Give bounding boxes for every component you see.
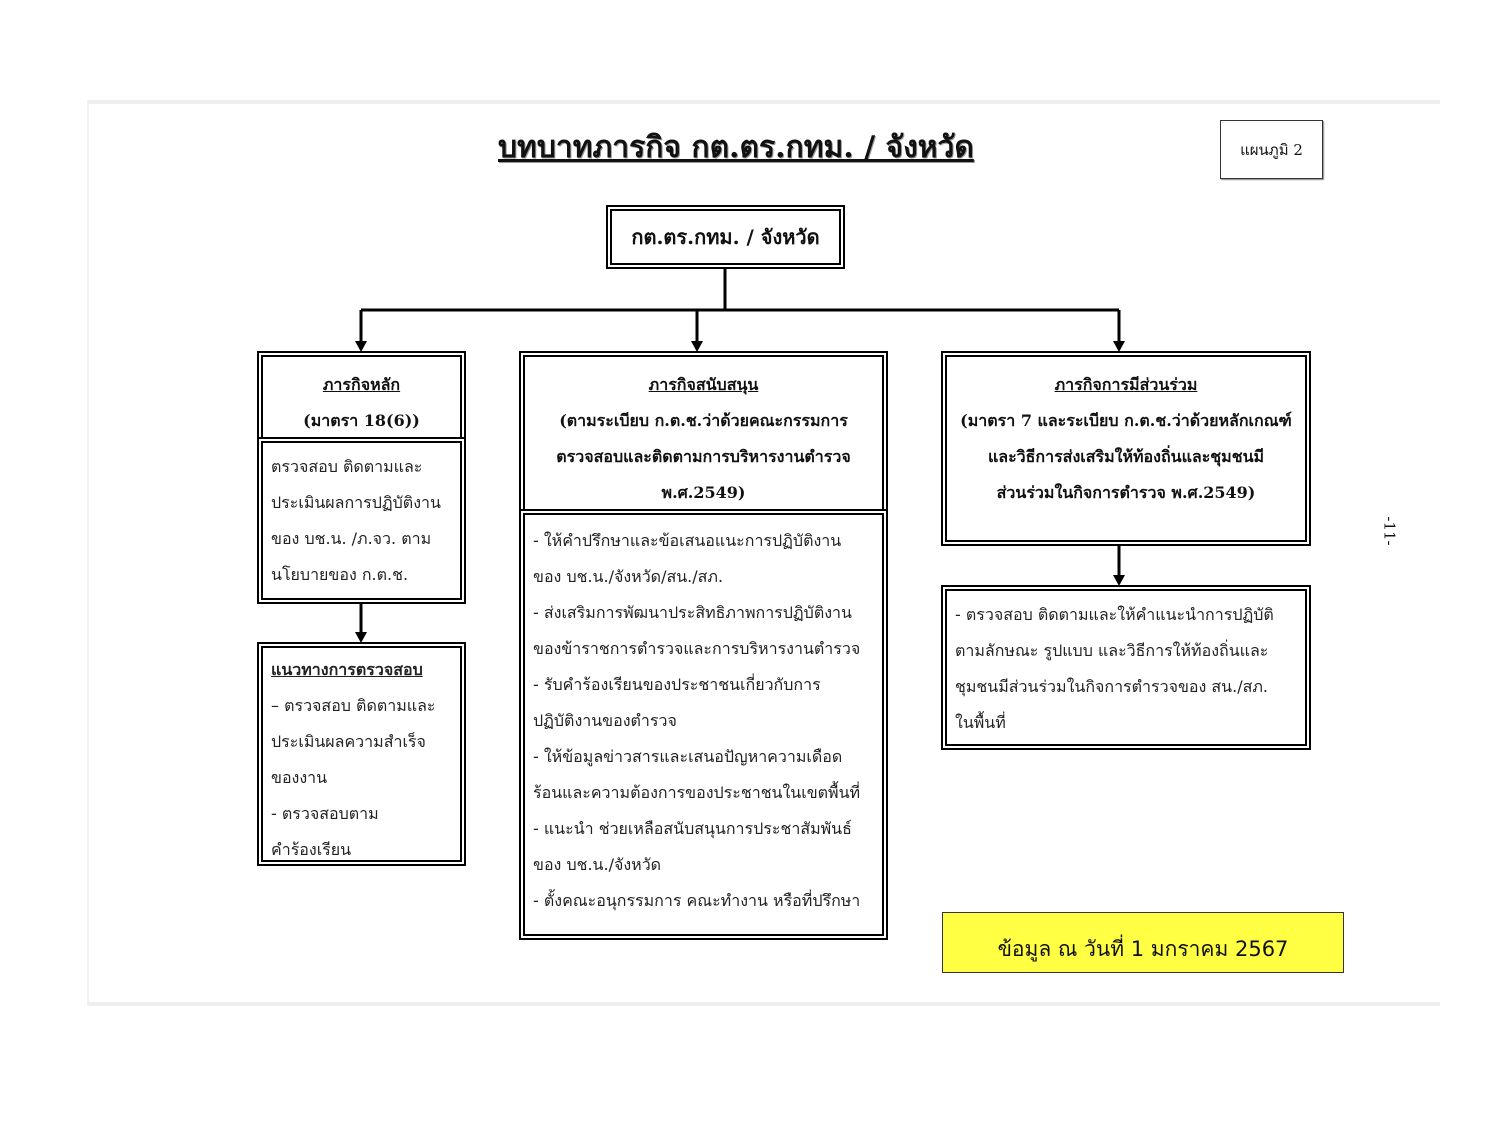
text-line: - ให้คำปรึกษาและข้อเสนอแนะการปฏิบัติงาน bbox=[533, 531, 842, 550]
text-line: ของ บช.น. /ภ.จว. ตาม bbox=[271, 529, 432, 548]
participation-mission-body: - ตรวจสอบ ติดตามและให้คำแนะนำการปฏิบัติ … bbox=[941, 585, 1311, 750]
text-line: - ตั้งคณะอนุกรรมการ คณะทำงาน หรือที่ปรึก… bbox=[533, 891, 861, 910]
arrow-head bbox=[691, 341, 703, 352]
support-mission-heading: ภารกิจสนับสนุน bbox=[648, 375, 759, 394]
data-date-note: ข้อมูล ณ วันที่ 1 มกราคม 2567 bbox=[942, 912, 1344, 973]
main-mission-heading: ภารกิจหลัก bbox=[322, 375, 401, 394]
text-line: ร้อนและความต้องการของประชาชนในเขตพื้นที่ bbox=[533, 783, 861, 802]
inspection-guideline-heading: แนวทางการตรวจสอบ bbox=[271, 660, 423, 679]
page-title: บทบาทภารกิจ กต.ตร.กทม. / จังหวัด bbox=[498, 130, 974, 165]
text-line: นโยบายของ ก.ต.ช. bbox=[271, 565, 409, 584]
text-line: (ตามระเบียบ ก.ต.ช.ว่าด้วยคณะกรรมการ bbox=[559, 411, 848, 430]
text-line: ในพื้นที่ bbox=[955, 713, 1006, 732]
text-line: ตรวจสอบและติดตามการบริหารงานตำรวจ bbox=[556, 447, 851, 466]
text-line: (มาตรา 7 และระเบียบ ก.ต.ช.ว่าด้วยหลักเกณ… bbox=[960, 411, 1292, 430]
main-mission-body: ตรวจสอบ ติดตามและ ประเมินผลการปฏิบัติงาน… bbox=[257, 437, 466, 604]
text-line: ตรวจสอบ ติดตามและ bbox=[271, 457, 423, 476]
support-mission-body: - ให้คำปรึกษาและข้อเสนอแนะการปฏิบัติงาน … bbox=[519, 509, 888, 940]
support-mission-header: ภารกิจสนับสนุน (ตามระเบียบ ก.ต.ช.ว่าด้วย… bbox=[519, 351, 888, 515]
participation-mission-header: ภารกิจการมีส่วนร่วม (มาตรา 7 และระเบียบ … bbox=[941, 351, 1311, 546]
page-frame bbox=[87, 100, 1440, 1006]
text-line: ของข้าราชการตำรวจและการบริหารงานตำรวจ bbox=[533, 639, 861, 658]
text-line: – ตรวจสอบ ติดตามและ bbox=[271, 696, 436, 715]
text-line: ชุมชนมีส่วนร่วมในกิจการตำรวจของ สน./สภ. bbox=[955, 677, 1268, 696]
text-line: - แนะนำ ช่วยเหลือสนับสนุนการประชาสัมพันธ… bbox=[533, 819, 852, 838]
main-mission-header: ภารกิจหลัก (มาตรา 18(6)) bbox=[257, 351, 466, 443]
inspection-guideline-box: แนวทางการตรวจสอบ – ตรวจสอบ ติดตามและ ประ… bbox=[257, 642, 466, 866]
root-box: กต.ตร.กทม. / จังหวัด bbox=[606, 205, 845, 269]
text-line: ของงาน bbox=[271, 768, 328, 787]
root-box-label: กต.ตร.กทม. / จังหวัด bbox=[631, 225, 820, 249]
text-line: - ให้ข้อมูลข่าวสารและเสนอปัญหาความเดือด bbox=[533, 747, 843, 766]
arrow-head bbox=[355, 341, 367, 352]
text-line: - ตรวจสอบตาม bbox=[271, 804, 379, 823]
text-line: - ตรวจสอบ ติดตามและให้คำแนะนำการปฏิบัติ bbox=[955, 605, 1274, 624]
text-line: ประเมินผลความสำเร็จ bbox=[271, 732, 426, 751]
text-line: ตามลักษณะ รูปแบบ และวิธีการให้ท้องถิ่นแล… bbox=[955, 641, 1269, 660]
text-line: - รับคำร้องเรียนของประชาชนเกี่ยวกับการ bbox=[533, 675, 821, 694]
text-line: ส่วนร่วมในกิจการตำรวจ พ.ศ.2549) bbox=[996, 483, 1256, 502]
main-mission-subheading: (มาตรา 18(6)) bbox=[303, 411, 420, 430]
text-line: และวิธีการส่งเสริมให้ท้องถิ่นและชุมชนมี bbox=[987, 447, 1265, 466]
participation-mission-heading: ภารกิจการมีส่วนร่วม bbox=[1054, 375, 1198, 394]
text-line: คำร้องเรียน bbox=[271, 840, 352, 859]
text-line: ปฏิบัติงานของตำรวจ bbox=[533, 711, 677, 730]
text-line: - ส่งเสริมการพัฒนาประสิทธิภาพการปฏิบัติง… bbox=[533, 603, 852, 622]
text-line: ของ บช.น./จังหวัด bbox=[533, 855, 662, 874]
arrow-head bbox=[1113, 575, 1125, 586]
text-line: ประเมินผลการปฏิบัติงาน bbox=[271, 493, 441, 512]
arrow-head bbox=[1113, 341, 1125, 352]
reference-label: แผนภูมิ 2 bbox=[1220, 120, 1323, 179]
text-line: ของ บช.น./จังหวัด/สน./สภ. bbox=[533, 567, 724, 586]
arrow-head bbox=[355, 632, 367, 643]
text-line: พ.ศ.2549) bbox=[661, 483, 746, 502]
page-number: -11- bbox=[1380, 516, 1399, 546]
